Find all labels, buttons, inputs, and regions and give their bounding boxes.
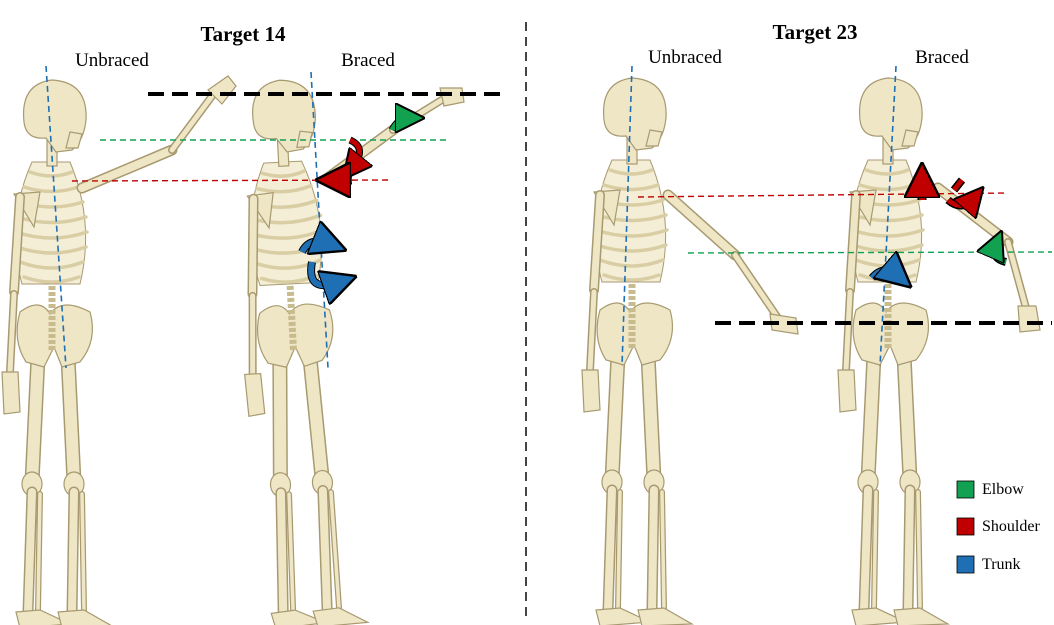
trunk-axis-braced-target-23 bbox=[879, 65, 897, 367]
legend-swatch-shoulder bbox=[956, 517, 975, 536]
legend-label-elbow: Elbow bbox=[982, 481, 1024, 498]
legend: Elbow Shoulder Trunk bbox=[956, 480, 1040, 574]
label-braced-right: Braced bbox=[915, 47, 969, 68]
skeleton-unbraced-target-23 bbox=[582, 78, 799, 625]
trunk-axis-unbraced-target-14 bbox=[45, 65, 67, 369]
skeleton-braced-target-23 bbox=[838, 78, 1041, 625]
trunk-rotation-arrow-upper-target-14 bbox=[299, 241, 330, 252]
trunk-rotation-arrow-target-23 bbox=[869, 270, 898, 278]
panel-title-target-14: Target 14 bbox=[201, 22, 286, 46]
skeleton-braced-target-14 bbox=[229, 77, 465, 625]
shoulder-rotation-arrow-target-14 bbox=[350, 137, 360, 168]
label-unbraced-right: Unbraced bbox=[648, 47, 722, 68]
legend-label-shoulder: Shoulder bbox=[982, 518, 1040, 535]
label-unbraced-left: Unbraced bbox=[75, 50, 149, 71]
elbow-rotation-arrow-target-23 bbox=[994, 244, 1007, 265]
shoulder-line-target-23 bbox=[637, 192, 1009, 198]
elbow-rotation-arrow-target-14 bbox=[389, 118, 410, 130]
legend-swatch-trunk bbox=[956, 555, 975, 574]
shoulder-rotation-arrow-target-23 bbox=[946, 198, 974, 206]
legend-swatch-elbow bbox=[956, 480, 975, 499]
shoulder-arrow-stub-target-23 bbox=[952, 178, 964, 192]
skeleton-unbraced-target-14 bbox=[2, 76, 237, 625]
label-braced-left: Braced bbox=[341, 50, 395, 71]
trunk-axis-unbraced-target-23 bbox=[621, 65, 633, 367]
panel-title-target-23: Target 23 bbox=[773, 20, 858, 44]
legend-label-trunk: Trunk bbox=[982, 556, 1021, 573]
trunk-rotation-arrow-lower-target-14 bbox=[308, 261, 340, 285]
